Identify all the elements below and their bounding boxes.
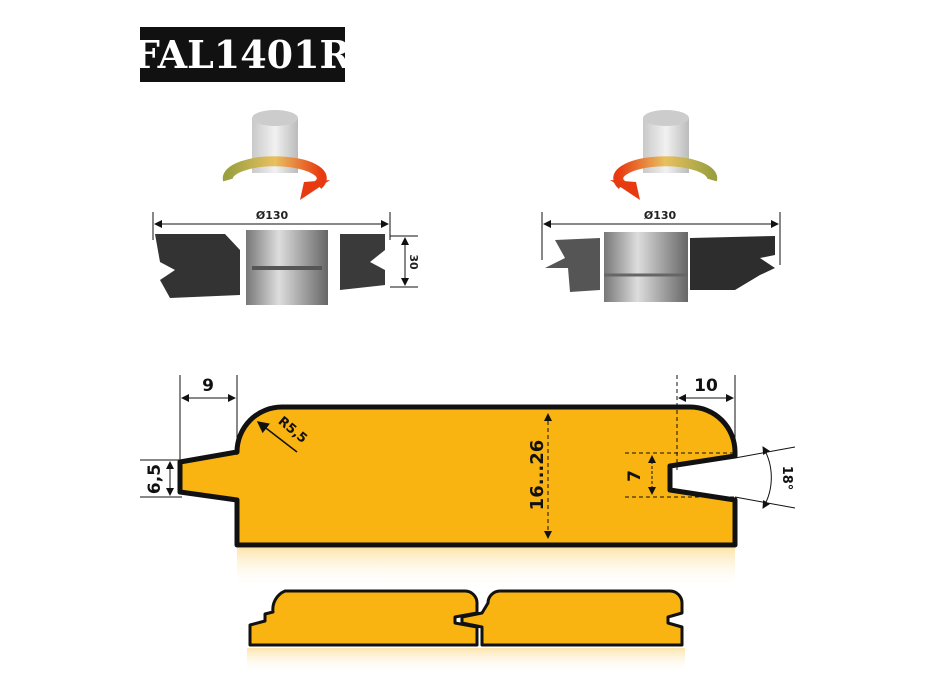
joined-boards-illustration bbox=[247, 589, 685, 673]
height-label: 30 bbox=[407, 254, 420, 270]
rotation-counterclockwise-icon bbox=[610, 156, 718, 200]
rotation-clockwise-icon bbox=[222, 156, 330, 200]
dimension-groove-width: 7 bbox=[625, 452, 735, 498]
board-profile bbox=[177, 404, 738, 588]
svg-text:9: 9 bbox=[202, 376, 214, 396]
svg-text:18°: 18° bbox=[779, 466, 794, 491]
product-code-badge: FAL1401R bbox=[133, 27, 352, 82]
dimension-tongue-thickness: 6,5 bbox=[140, 459, 182, 498]
product-code: FAL1401R bbox=[133, 32, 352, 77]
diameter-label: Ø130 bbox=[644, 209, 677, 222]
svg-text:10: 10 bbox=[694, 376, 718, 396]
dimension-groove-angle: 18° bbox=[734, 446, 796, 509]
dimension-groove-depth: 10 bbox=[676, 375, 736, 470]
svg-text:7: 7 bbox=[625, 470, 645, 482]
diameter-label: Ø130 bbox=[256, 209, 289, 222]
dimension-board-thickness: 16...26 bbox=[527, 413, 552, 539]
dimension-tongue-length: 9 bbox=[179, 375, 238, 462]
svg-text:16...26: 16...26 bbox=[527, 440, 548, 511]
svg-text:6,5: 6,5 bbox=[145, 464, 165, 494]
cutter-right: Ø130 bbox=[541, 110, 781, 302]
cutter-left: Ø130 30 bbox=[152, 110, 420, 305]
